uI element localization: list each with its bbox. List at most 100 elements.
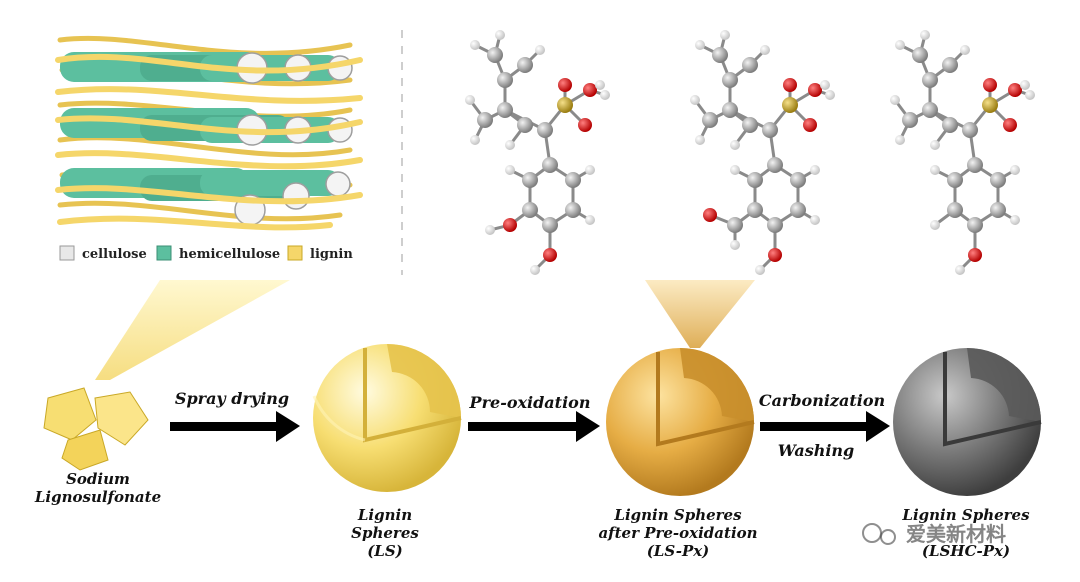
legend: cellulose hemicellulose lignin (59, 245, 353, 262)
carbon-atom (747, 202, 763, 218)
legend-lignin: lignin (310, 247, 353, 262)
carbon-atom (722, 102, 738, 118)
hydrogen-atom (505, 140, 515, 150)
molecule-structure-3 (890, 30, 1035, 275)
wechat-icon (862, 523, 882, 543)
carbon-atom (712, 47, 728, 63)
carbon-atom (702, 112, 718, 128)
hydrogen-atom (470, 135, 480, 145)
beam-to-oxidized-sphere (645, 280, 755, 348)
carbon-atom (942, 57, 958, 73)
watermark-text: 爱美新材料 (906, 522, 1006, 546)
oxygen-atom (783, 78, 797, 92)
hydrogen-atom (535, 45, 545, 55)
hydrogen-atom (585, 215, 595, 225)
step-carbonization: Carbonization (759, 391, 885, 410)
hydrogen-atom (810, 215, 820, 225)
carbon-atom (947, 172, 963, 188)
step-pre-oxidation: Pre-oxidation (469, 393, 591, 412)
oxygen-atom (803, 118, 817, 132)
carbon-atom (767, 157, 783, 173)
carbon-atom (542, 157, 558, 173)
carbon-atom (990, 202, 1006, 218)
hydrogen-atom (600, 90, 610, 100)
hydrogen-atom (485, 225, 495, 235)
hemicellulose-swatch-icon (156, 245, 172, 261)
hydrogen-atom (895, 40, 905, 50)
label-ls-line2: Spheres (351, 524, 419, 542)
carbon-atom (497, 102, 513, 118)
label-ls-line1: Lignin (357, 506, 412, 524)
carbon-atom (522, 202, 538, 218)
hydrogen-atom (755, 265, 765, 275)
label-lshc-line1: Lignin Spheres (901, 506, 1030, 524)
carbon-atom (517, 117, 533, 133)
hydrogen-atom (895, 135, 905, 145)
hydrogen-atom (695, 135, 705, 145)
hydrogen-atom (1025, 90, 1035, 100)
carbon-atom (967, 217, 983, 233)
sulfur-atom (782, 97, 798, 113)
hydrogen-atom (1010, 165, 1020, 175)
hydrogen-atom (695, 40, 705, 50)
carbon-atom (762, 122, 778, 138)
oxygen-atom (578, 118, 592, 132)
hydrogen-atom (690, 95, 700, 105)
oxygen-atom (543, 248, 557, 262)
carbon-atom (477, 112, 493, 128)
oxygen-atom (968, 248, 982, 262)
label-lspx-line1: Lignin Spheres (613, 506, 742, 524)
hydrogen-atom (930, 220, 940, 230)
oxygen-atom (1008, 83, 1022, 97)
lignin-swatch-icon (287, 245, 303, 261)
oxygen-atom (558, 78, 572, 92)
hydrogen-atom (585, 165, 595, 175)
carbon-atom (967, 157, 983, 173)
hydrogen-atom (1020, 80, 1030, 90)
hydrogen-atom (825, 90, 835, 100)
label-lspx-line3: (LS-Px) (647, 542, 710, 560)
hydrogen-atom (495, 30, 505, 40)
carbon-atom (487, 47, 503, 63)
oxygen-atom (808, 83, 822, 97)
step-washing: Washing (778, 441, 854, 460)
label-sodium-line2: Lignosulfonate (34, 488, 161, 506)
lshc-px-sphere-icon (893, 348, 1042, 496)
label-sodium-line1: Sodium (66, 470, 130, 488)
hydrogen-atom (730, 165, 740, 175)
beam-to-lignosulfonate (95, 280, 290, 380)
carbon-atom (537, 122, 553, 138)
hydrogen-atom (960, 45, 970, 55)
hydrogen-atom (930, 165, 940, 175)
oxygen-atom (583, 83, 597, 97)
cellulose-swatch-icon (59, 245, 75, 261)
carbon-atom (542, 217, 558, 233)
carbon-atom (947, 202, 963, 218)
label-lshc-line3: (LSHC-Px) (922, 542, 1010, 560)
hydrogen-atom (810, 165, 820, 175)
carbon-atom (942, 117, 958, 133)
molecule-structure-1 (465, 30, 610, 275)
hydrogen-atom (720, 30, 730, 40)
hydrogen-atom (730, 140, 740, 150)
carbon-atom (742, 57, 758, 73)
carbon-atom (565, 172, 581, 188)
carbon-atom (902, 112, 918, 128)
carbon-atom (747, 172, 763, 188)
hydrogen-atom (820, 80, 830, 90)
hydrogen-atom (955, 265, 965, 275)
ls-sphere-icon (312, 344, 462, 492)
oxygen-atom (703, 208, 717, 222)
molecule-structure-2 (690, 30, 835, 275)
lignosulfonate-crystals-icon (43, 387, 149, 471)
carbon-atom (922, 72, 938, 88)
carbon-atom (722, 72, 738, 88)
oxygen-atom (983, 78, 997, 92)
hydrogen-atom (595, 80, 605, 90)
legend-cellulose: cellulose (82, 247, 147, 262)
sulfur-atom (557, 97, 573, 113)
oxygen-atom (1003, 118, 1017, 132)
hydrogen-atom (920, 30, 930, 40)
carbon-atom (922, 102, 938, 118)
